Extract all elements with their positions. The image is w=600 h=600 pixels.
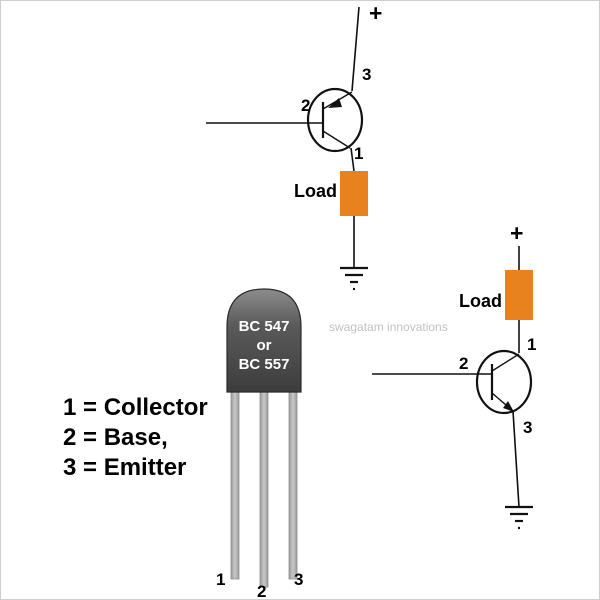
right-supply-plus-label: + [510, 220, 523, 246]
package-body [226, 288, 302, 393]
top-supply-plus-label: + [369, 1, 382, 26]
top-circuit: + 3 2 1 Load [206, 1, 382, 291]
top-load-label: Load [294, 181, 337, 201]
top-pin2-label: 2 [301, 96, 310, 115]
legend-collector: 1 = Collector [63, 394, 208, 421]
to92-package: BC 547 or BC 557 1 2 3 [216, 288, 303, 599]
top-transistor-arrow-icon [328, 98, 342, 108]
package-pin1-label: 1 [216, 570, 225, 589]
top-load-resistor [340, 171, 368, 216]
top-pin3-label: 3 [362, 65, 371, 84]
legend-emitter: 3 = Emitter [63, 454, 186, 481]
right-transistor-arrow-icon [503, 401, 514, 412]
top-pin1-label: 1 [354, 144, 363, 163]
legend-base: 2 = Base, [63, 424, 168, 451]
package-leg-3 [288, 390, 298, 580]
top-collector-wire [350, 147, 355, 172]
watermark: swagatam innovations [329, 320, 448, 334]
package-pin2-label: 2 [257, 582, 266, 599]
pin-legend: 1 = Collector 2 = Base, 3 = Emitter [63, 394, 208, 481]
right-load-label: Load [459, 291, 502, 311]
right-transistor-collector-line [491, 353, 520, 372]
right-load-resistor [505, 270, 533, 320]
top-supply-wire [351, 6, 360, 92]
package-leg-1 [230, 390, 240, 580]
package-leg-2 [259, 390, 269, 588]
right-circuit: + Load 1 2 3 [372, 220, 536, 530]
top-transistor-body [306, 87, 364, 153]
package-pin3-label: 3 [294, 570, 303, 589]
package-label-line3: BC 557 [239, 356, 290, 373]
package-label-line1: BC 547 [239, 318, 290, 335]
right-ground-symbol [505, 505, 533, 530]
top-ground-symbol [340, 266, 368, 291]
right-ground-wire [512, 410, 520, 508]
package-label-line2: or [257, 337, 272, 354]
right-pin3-label: 3 [523, 418, 532, 437]
right-pin2-label: 2 [459, 354, 468, 373]
right-pin1-label: 1 [527, 335, 536, 354]
top-transistor-collector-line [322, 130, 351, 149]
right-transistor-body [475, 349, 533, 415]
